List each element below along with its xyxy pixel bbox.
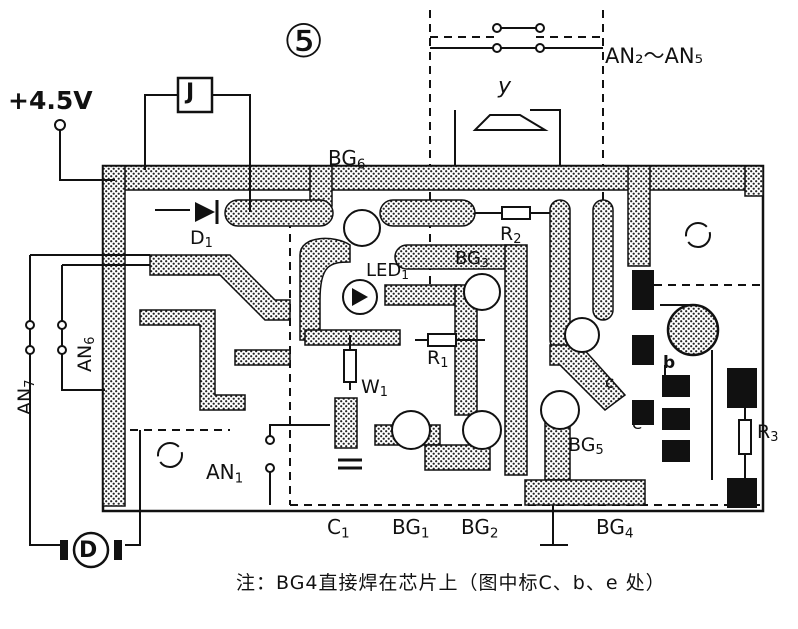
motor-label: D bbox=[79, 538, 98, 563]
switches-right-label: AN₂～AN₅ bbox=[605, 44, 703, 68]
supply-terminal bbox=[54, 119, 66, 131]
r2-label: R2 bbox=[500, 223, 522, 248]
solder-pads bbox=[632, 270, 757, 508]
an6-label: AN6 bbox=[74, 336, 99, 372]
speaker-icon bbox=[472, 114, 549, 131]
mounting-holes bbox=[157, 222, 711, 468]
d1-label: D1 bbox=[190, 227, 213, 252]
diode-d1-icon bbox=[195, 200, 219, 224]
capacitor-c1-icon bbox=[338, 458, 362, 470]
led-icon bbox=[342, 279, 378, 315]
an7-label: AN7 bbox=[14, 379, 39, 415]
bg4-label: BG4 bbox=[596, 515, 634, 542]
speaker-label: y bbox=[498, 74, 512, 99]
bg5-label: BG5 bbox=[568, 434, 604, 459]
resistor-icons bbox=[343, 206, 752, 455]
r1-label: R1 bbox=[427, 347, 449, 372]
c1-label: C1 bbox=[327, 515, 350, 542]
bg2-label: BG2 bbox=[461, 515, 499, 542]
diagram-number: ⑤ bbox=[283, 14, 325, 68]
sensor-disc bbox=[666, 303, 720, 357]
bg1-label: BG1 bbox=[392, 515, 430, 542]
relay-label: J bbox=[186, 80, 195, 105]
pin-c-label: c bbox=[605, 373, 615, 393]
supply-label: +4.5V bbox=[8, 86, 93, 115]
bg3-label: BG3 bbox=[455, 248, 489, 271]
footnote: 注：BG4直接焊在芯片上（图中标C、b、e 处） bbox=[236, 572, 666, 594]
relay-box bbox=[176, 76, 214, 114]
transistor-icons bbox=[343, 209, 600, 450]
an1-label: AN1 bbox=[206, 460, 244, 487]
motor-icon bbox=[60, 531, 122, 569]
r3-label: R3 bbox=[757, 421, 779, 446]
copper-traces bbox=[102, 165, 764, 507]
pin-b-label: b bbox=[663, 353, 676, 373]
pin-e-label: e bbox=[632, 414, 643, 434]
switch-icons bbox=[25, 23, 545, 473]
led-label: LED1 bbox=[366, 260, 410, 283]
bg6-label: BG6 bbox=[328, 146, 366, 173]
w1-label: W1 bbox=[361, 376, 389, 401]
